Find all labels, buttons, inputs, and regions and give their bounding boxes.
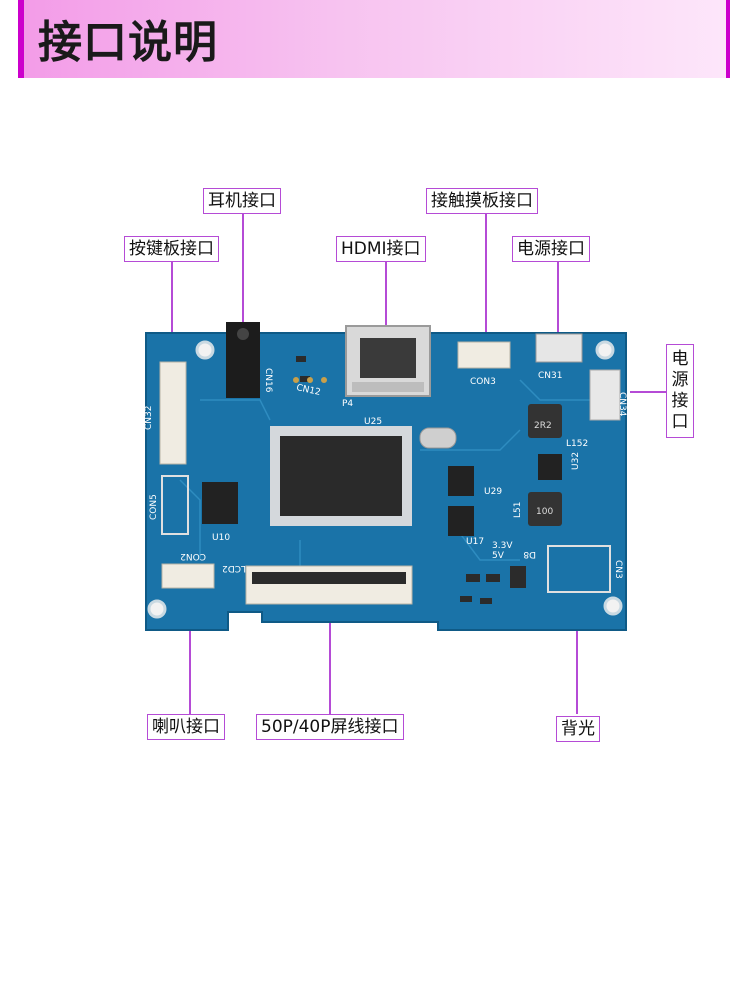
silk-100: 100 <box>536 507 553 517</box>
silk-cn34: CN34 <box>617 392 627 417</box>
silk-p4: P4 <box>342 399 353 409</box>
silk-u17: U17 <box>466 537 484 547</box>
label-power-top: 电源接口 <box>512 236 590 262</box>
title-banner: 接口说明 <box>18 0 730 78</box>
label-backlight: 背光 <box>556 716 600 742</box>
label-power-side: 电源接口 <box>666 344 694 438</box>
silk-cn3: CN3 <box>613 560 623 579</box>
silk-3v3: 3.3V <box>492 541 513 551</box>
silk-lcd2: LCD2 <box>222 563 246 573</box>
label-earphone: 耳机接口 <box>203 188 281 214</box>
silk-con3: CON3 <box>470 377 496 387</box>
silk-cn32: CN32 <box>144 406 154 430</box>
silk-d8: D8 <box>523 549 536 559</box>
silk-l51: L51 <box>513 502 523 518</box>
page-title: 接口说明 <box>38 17 218 68</box>
label-keyboard: 按键板接口 <box>124 236 219 262</box>
silk-5v: 5V <box>492 551 505 561</box>
silk-u32: U32 <box>571 452 581 470</box>
label-screen: 50P/40P屏线接口 <box>256 714 404 740</box>
label-speaker: 喇叭接口 <box>147 714 225 740</box>
label-touch: 接触摸板接口 <box>426 188 538 214</box>
silk-u25: U25 <box>364 417 382 427</box>
silk-l152: L152 <box>566 439 588 449</box>
silk-u10: U10 <box>212 533 230 543</box>
silk-cn12: CN12 <box>295 383 321 398</box>
silk-con5: CON5 <box>149 494 159 520</box>
silk-cn16: CN16 <box>263 368 273 393</box>
silk-cn31: CN31 <box>538 371 562 381</box>
label-hdmi: HDMI接口 <box>336 236 426 262</box>
silkscreen: CN32 CN16 CN12 P4 U25 CON3 CN31 CN34 L15… <box>144 368 627 579</box>
silk-2r2: 2R2 <box>534 421 552 431</box>
silk-con2: CON2 <box>180 551 206 561</box>
pcb-board <box>145 322 627 631</box>
silk-u29: U29 <box>484 487 502 497</box>
